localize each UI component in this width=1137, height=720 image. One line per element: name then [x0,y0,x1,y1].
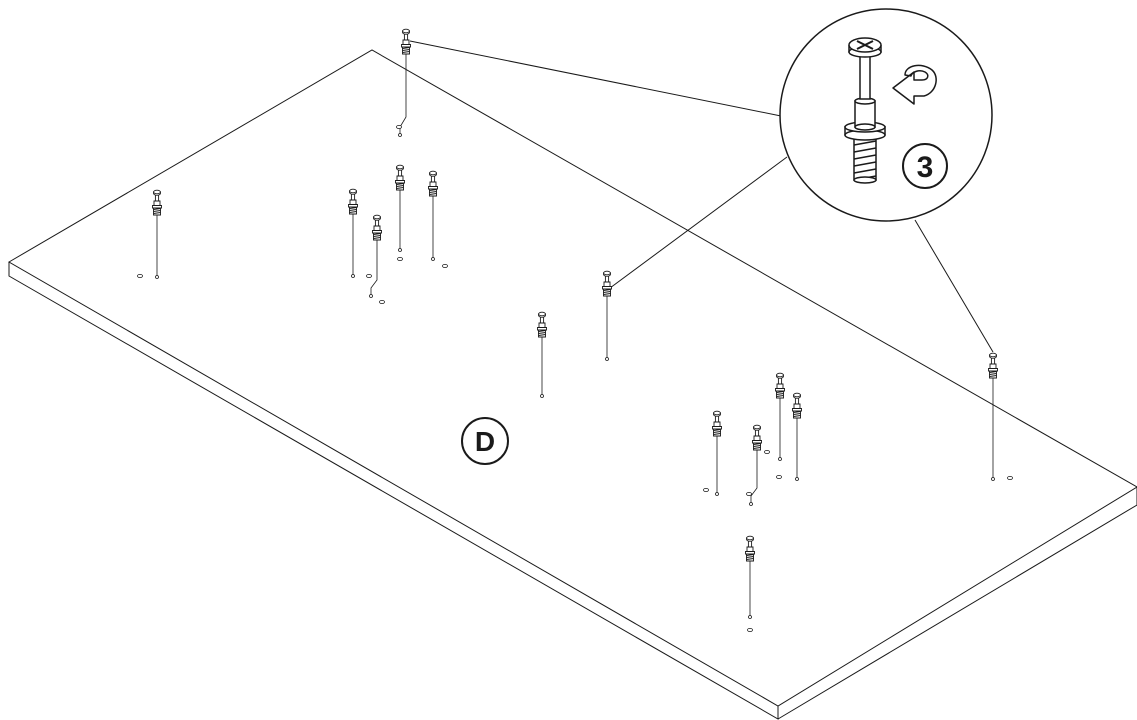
cam-dowel-screw [775,372,785,399]
panel-d [8,49,1137,720]
cam-dowel-screw [401,28,411,55]
cam-dowel-screw [537,311,547,338]
panel-right-edge [777,487,1137,720]
cam-dowel-screw [372,214,382,241]
panel-top-face [8,49,1137,707]
hole-markers [137,125,1013,633]
guide-lines [156,54,994,617]
cam-dowel-screw [152,189,162,216]
cam-dowel-screw-icon [844,37,886,184]
detail-bubble: 3 [779,8,993,222]
cam-dowel-screw [428,170,438,197]
cam-dowel-screw [395,164,405,191]
cam-dowel-screw [988,352,998,379]
cam-dowel-screw [348,188,358,215]
step-number-text: 3 [917,151,934,184]
cam-dowel-screw [712,410,722,437]
panel-front-edge [8,262,779,720]
part-label: D [461,417,509,465]
cam-dowel-screw [602,270,612,297]
callout-leaders [409,40,994,353]
cam-dowel-screw [792,392,802,419]
part-label-text: D [475,426,495,457]
cam-dowel-screw [752,424,762,451]
step-number-badge [902,143,948,189]
clockwise-rotate-arrow-icon [892,64,937,105]
cam-dowel-screw [745,535,755,562]
